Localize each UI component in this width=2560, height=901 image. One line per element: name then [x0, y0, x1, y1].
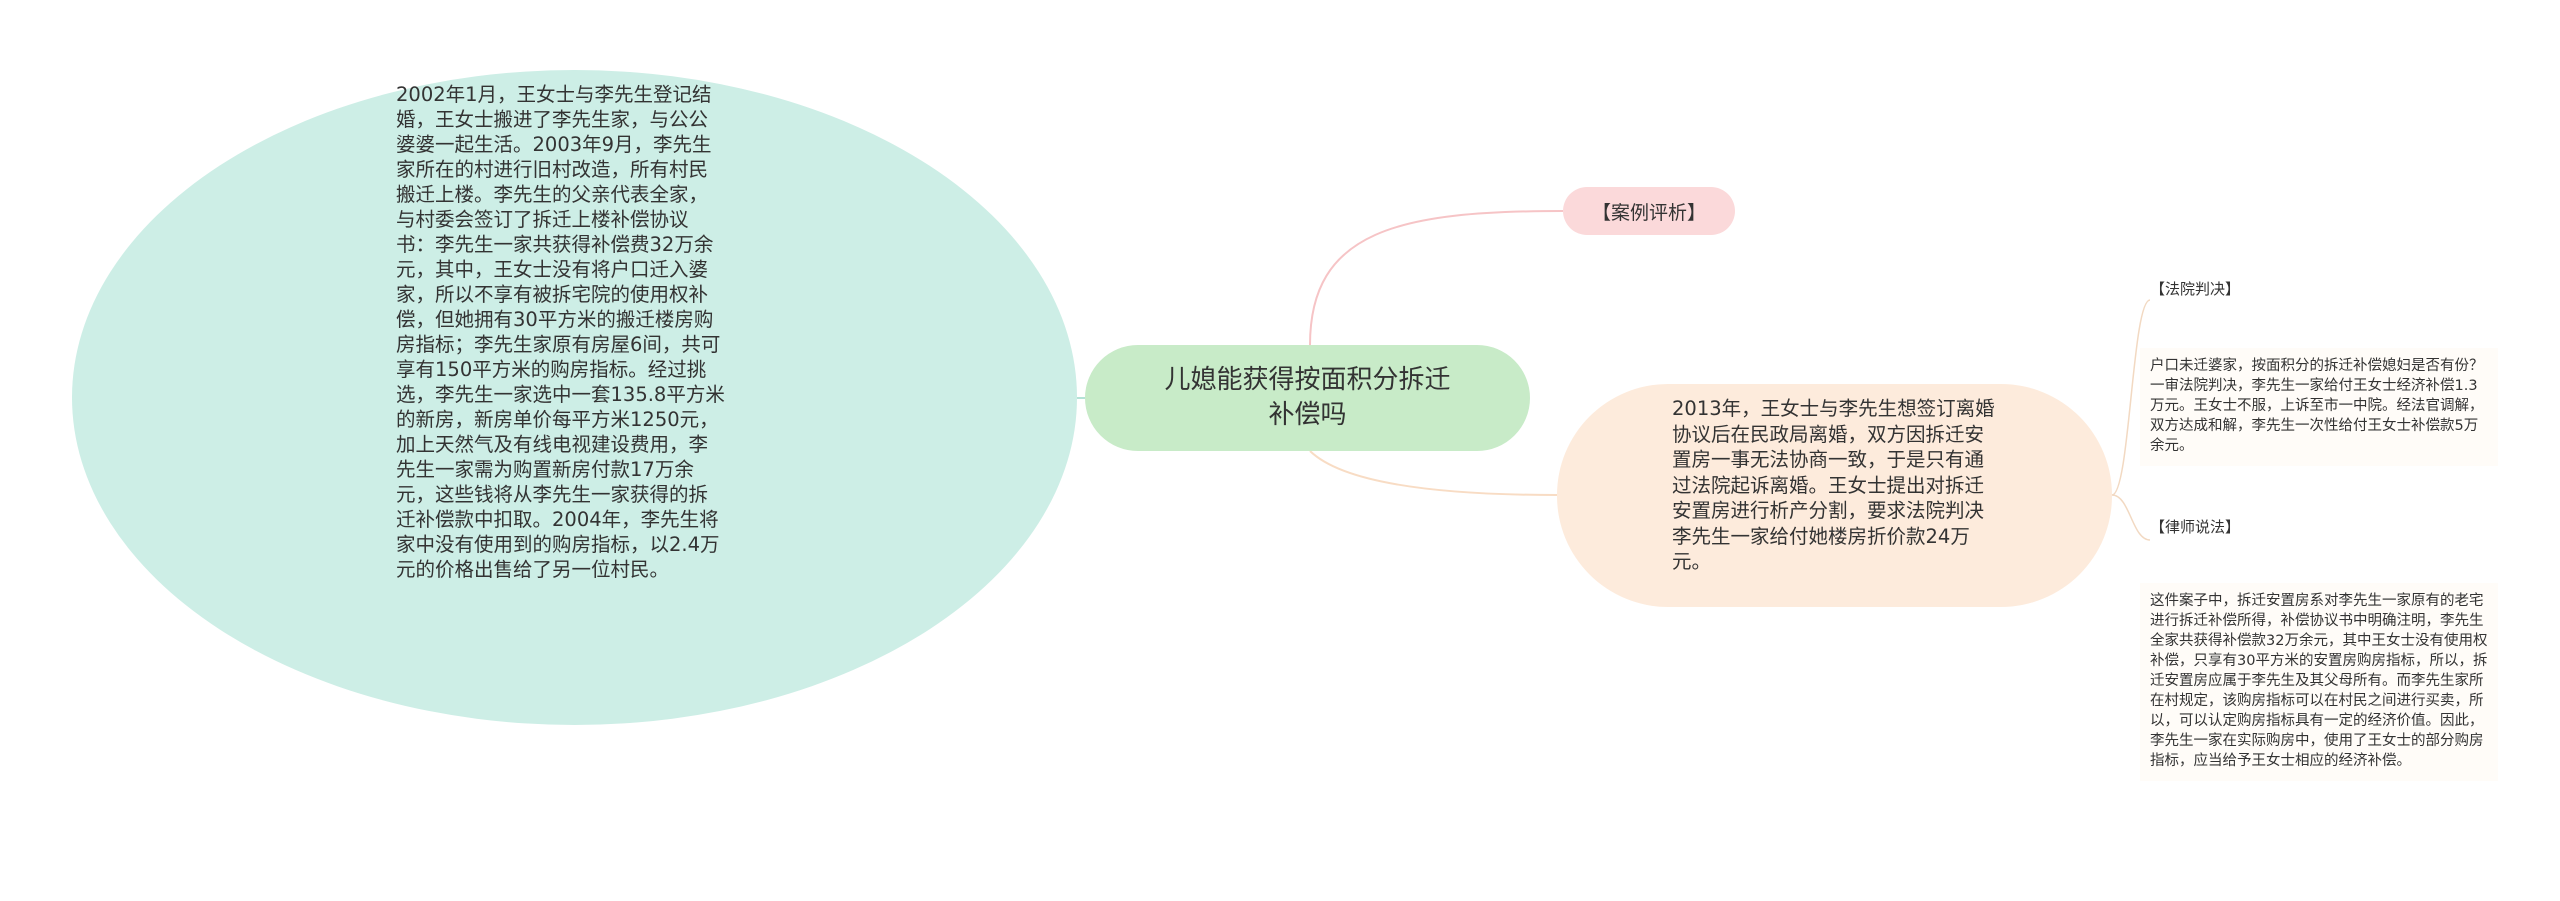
right-detail-node[interactable] [1557, 384, 2112, 607]
edge-right-to-lawyer [2111, 494, 2151, 541]
case-review-label: 【案例评析】 [1591, 201, 1706, 224]
court-ruling-text: 户口未迁婆家，按面积分的拆迁补偿媳妇是否有份？一审法院判决，李先生一家给付王女士… [2140, 348, 2498, 466]
lawyer-opinion-label[interactable]: 【律师说法】 [2150, 518, 2241, 536]
edge-right-to-court [2111, 299, 2151, 496]
central-topic-node[interactable]: 儿媳能获得按面积分拆迁补偿吗 [1085, 345, 1530, 451]
lawyer-opinion-text: 这件案子中，拆迁安置房系对李先生一家原有的老宅进行拆迁补偿所得，补偿协议书中明确… [2140, 583, 2498, 781]
left-detail-node[interactable] [72, 70, 1077, 725]
central-topic-title: 儿媳能获得按面积分拆迁补偿吗 [1164, 365, 1451, 430]
court-ruling-label[interactable]: 【法院判决】 [2150, 280, 2241, 298]
edge-central-to-case [1309, 210, 1564, 346]
left-detail-text: 2002年1月，王女士与李先生登记结婚，王女士搬进了李先生家，与公公婆婆一起生活… [396, 83, 725, 581]
right-detail-text: 2013年，王女士与李先生想签订离婚协议后在民政局离婚，双方因拆迁安置房一事无法… [1672, 397, 1995, 573]
case-review-node[interactable]: 【案例评析】 [1563, 187, 1735, 235]
edge-central-to-right [1309, 450, 1558, 496]
